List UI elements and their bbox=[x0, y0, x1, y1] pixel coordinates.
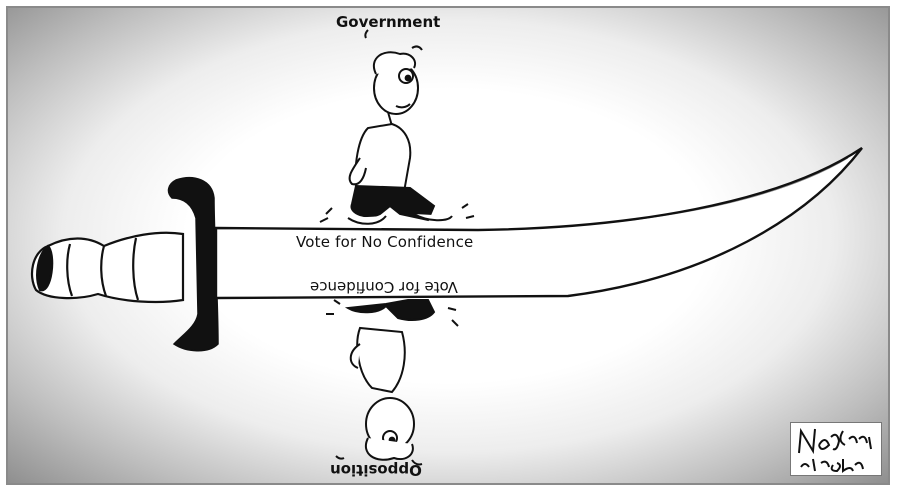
vote-confidence-label: Vote for Confidence bbox=[310, 278, 458, 296]
sword-crossguard bbox=[167, 177, 219, 352]
artist-signature bbox=[790, 422, 882, 476]
opposition-figure bbox=[326, 299, 459, 466]
vote-no-confidence-label: Vote for No Confidence bbox=[296, 233, 474, 251]
sword-blade bbox=[214, 147, 863, 300]
cartoon-illustration bbox=[30, 29, 863, 466]
opposition-label: Opposition bbox=[330, 461, 422, 479]
cartoon-frame: Government Vote for No Confidence Vote f… bbox=[6, 6, 890, 485]
government-figure bbox=[319, 29, 475, 225]
signature-mark bbox=[798, 427, 872, 473]
sword-handle bbox=[30, 231, 185, 304]
government-label: Government bbox=[336, 13, 441, 31]
